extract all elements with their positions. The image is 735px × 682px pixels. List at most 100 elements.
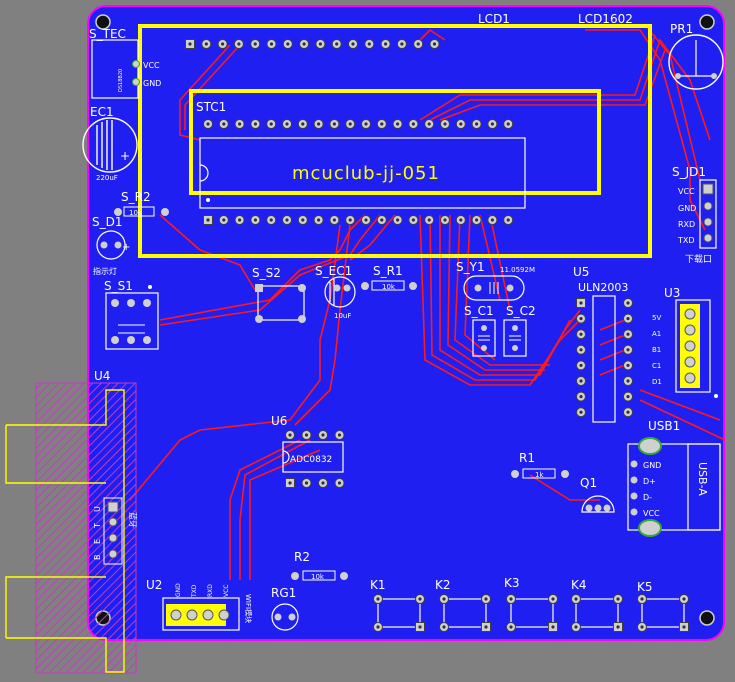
pad-hole	[253, 122, 257, 126]
pad-hole	[443, 122, 447, 126]
pad-hole	[640, 625, 644, 629]
pad-hole	[376, 597, 380, 601]
stc-bottom-pins	[203, 215, 514, 225]
s-r1-body	[371, 280, 405, 291]
s-c2-pin	[512, 345, 518, 351]
pad-hole	[337, 433, 342, 437]
s-y1-mark	[489, 282, 499, 294]
pad-hole	[626, 332, 630, 336]
pad-hole	[682, 597, 686, 601]
usb-gnd-label: GND	[643, 461, 661, 470]
pad-hole	[626, 348, 630, 352]
u2-pin-label: RXD	[207, 584, 214, 597]
pad-hole	[579, 348, 583, 352]
usb1-mount	[638, 519, 662, 537]
tec-small-label: DS18B20	[118, 69, 124, 92]
s-s2-body	[257, 285, 305, 321]
u2-body	[162, 597, 240, 631]
pad-hole	[318, 42, 322, 46]
ec1-value: 220uF	[96, 174, 118, 182]
pad-hole	[616, 597, 620, 601]
s-c1-pin	[481, 345, 487, 351]
pad-hole	[411, 218, 415, 222]
u4-pin-label: E	[93, 539, 102, 544]
pr1-pin	[675, 73, 681, 79]
stc-chip-body	[199, 137, 526, 209]
pad-hole	[579, 317, 583, 321]
pad-hole	[384, 42, 388, 46]
pad-hole	[400, 42, 404, 46]
usb-dp-label: D+	[643, 477, 656, 486]
s-ec1-pin	[343, 284, 351, 292]
pad-hole	[574, 597, 578, 601]
pad-hole	[490, 218, 494, 222]
s-ec1-label: S_EC1	[315, 264, 352, 278]
s-d1-label: S_D1	[92, 215, 123, 229]
pad-hole	[332, 122, 336, 126]
k2-label: K2	[435, 578, 451, 592]
push-button-body	[575, 598, 619, 628]
s-s1-label: S_S1	[104, 279, 133, 293]
pad-hole	[506, 122, 510, 126]
pad-hole	[475, 122, 479, 126]
r2-pin	[291, 572, 299, 580]
pad-hole	[490, 122, 494, 126]
u4-pin-label: B	[93, 555, 102, 561]
pad-hole	[238, 218, 242, 222]
jd-rxd-label: RXD	[678, 220, 695, 229]
pad-hole	[579, 379, 583, 383]
s-ec1-body	[324, 276, 356, 308]
s-r2-body	[123, 206, 155, 217]
pad-hole	[221, 42, 225, 46]
q1-pins	[585, 504, 611, 512]
pad-hole	[317, 122, 321, 126]
usb1-mount	[638, 437, 662, 455]
r1-pin	[511, 470, 519, 478]
s-c1-body	[472, 319, 496, 357]
usb1-shell	[687, 443, 721, 531]
u4-outline-upper	[5, 425, 106, 484]
pad-hole	[206, 218, 210, 222]
pad-hole	[475, 218, 479, 222]
pad-hole	[616, 625, 620, 629]
s-d1-plus: +	[122, 242, 130, 253]
s-d1-note: 指示灯	[93, 266, 117, 276]
u4-keepout	[35, 382, 137, 674]
pad-hole	[682, 625, 686, 629]
pad-hole	[626, 379, 630, 383]
traces	[129, 24, 726, 580]
stc-pin1-dot	[206, 198, 210, 202]
s-ec1-pin	[333, 284, 341, 292]
u3-pin-label: 5V	[652, 314, 661, 322]
s-tec-label: S_TEC	[89, 27, 126, 41]
u3-pin-label: A1	[652, 330, 661, 338]
pad-hole	[396, 218, 400, 222]
jd-vcc-label: VCC	[678, 187, 695, 196]
lcd1-label: LCD1	[478, 12, 510, 26]
tec-vcc-label: VCC	[143, 61, 160, 70]
s-s1-pins	[111, 299, 151, 344]
pad-hole	[288, 481, 292, 485]
pad-hole	[506, 218, 510, 222]
uln2003-label: ULN2003	[578, 281, 628, 294]
pad-hole	[301, 122, 305, 126]
pad-hole	[626, 363, 630, 367]
u4-outline	[6, 389, 125, 673]
u6-pins	[285, 430, 345, 488]
ec1-label: EC1	[90, 105, 114, 119]
lcd1602-label: LCD1602	[578, 12, 633, 26]
pad-hole	[459, 218, 463, 222]
pr1-pin	[711, 73, 717, 79]
pad-hole	[253, 218, 257, 222]
pad-hole	[351, 42, 355, 46]
pad-hole	[574, 625, 578, 629]
r2-body	[302, 570, 336, 581]
s-s1-body	[105, 292, 159, 350]
pad-hole	[376, 625, 380, 629]
pad-hole	[380, 218, 384, 222]
lcd-outline	[138, 24, 652, 258]
u4-pin-label: U	[93, 506, 102, 512]
pad-hole	[188, 42, 192, 46]
pad-hole	[222, 218, 226, 222]
push-buttons	[373, 594, 689, 632]
